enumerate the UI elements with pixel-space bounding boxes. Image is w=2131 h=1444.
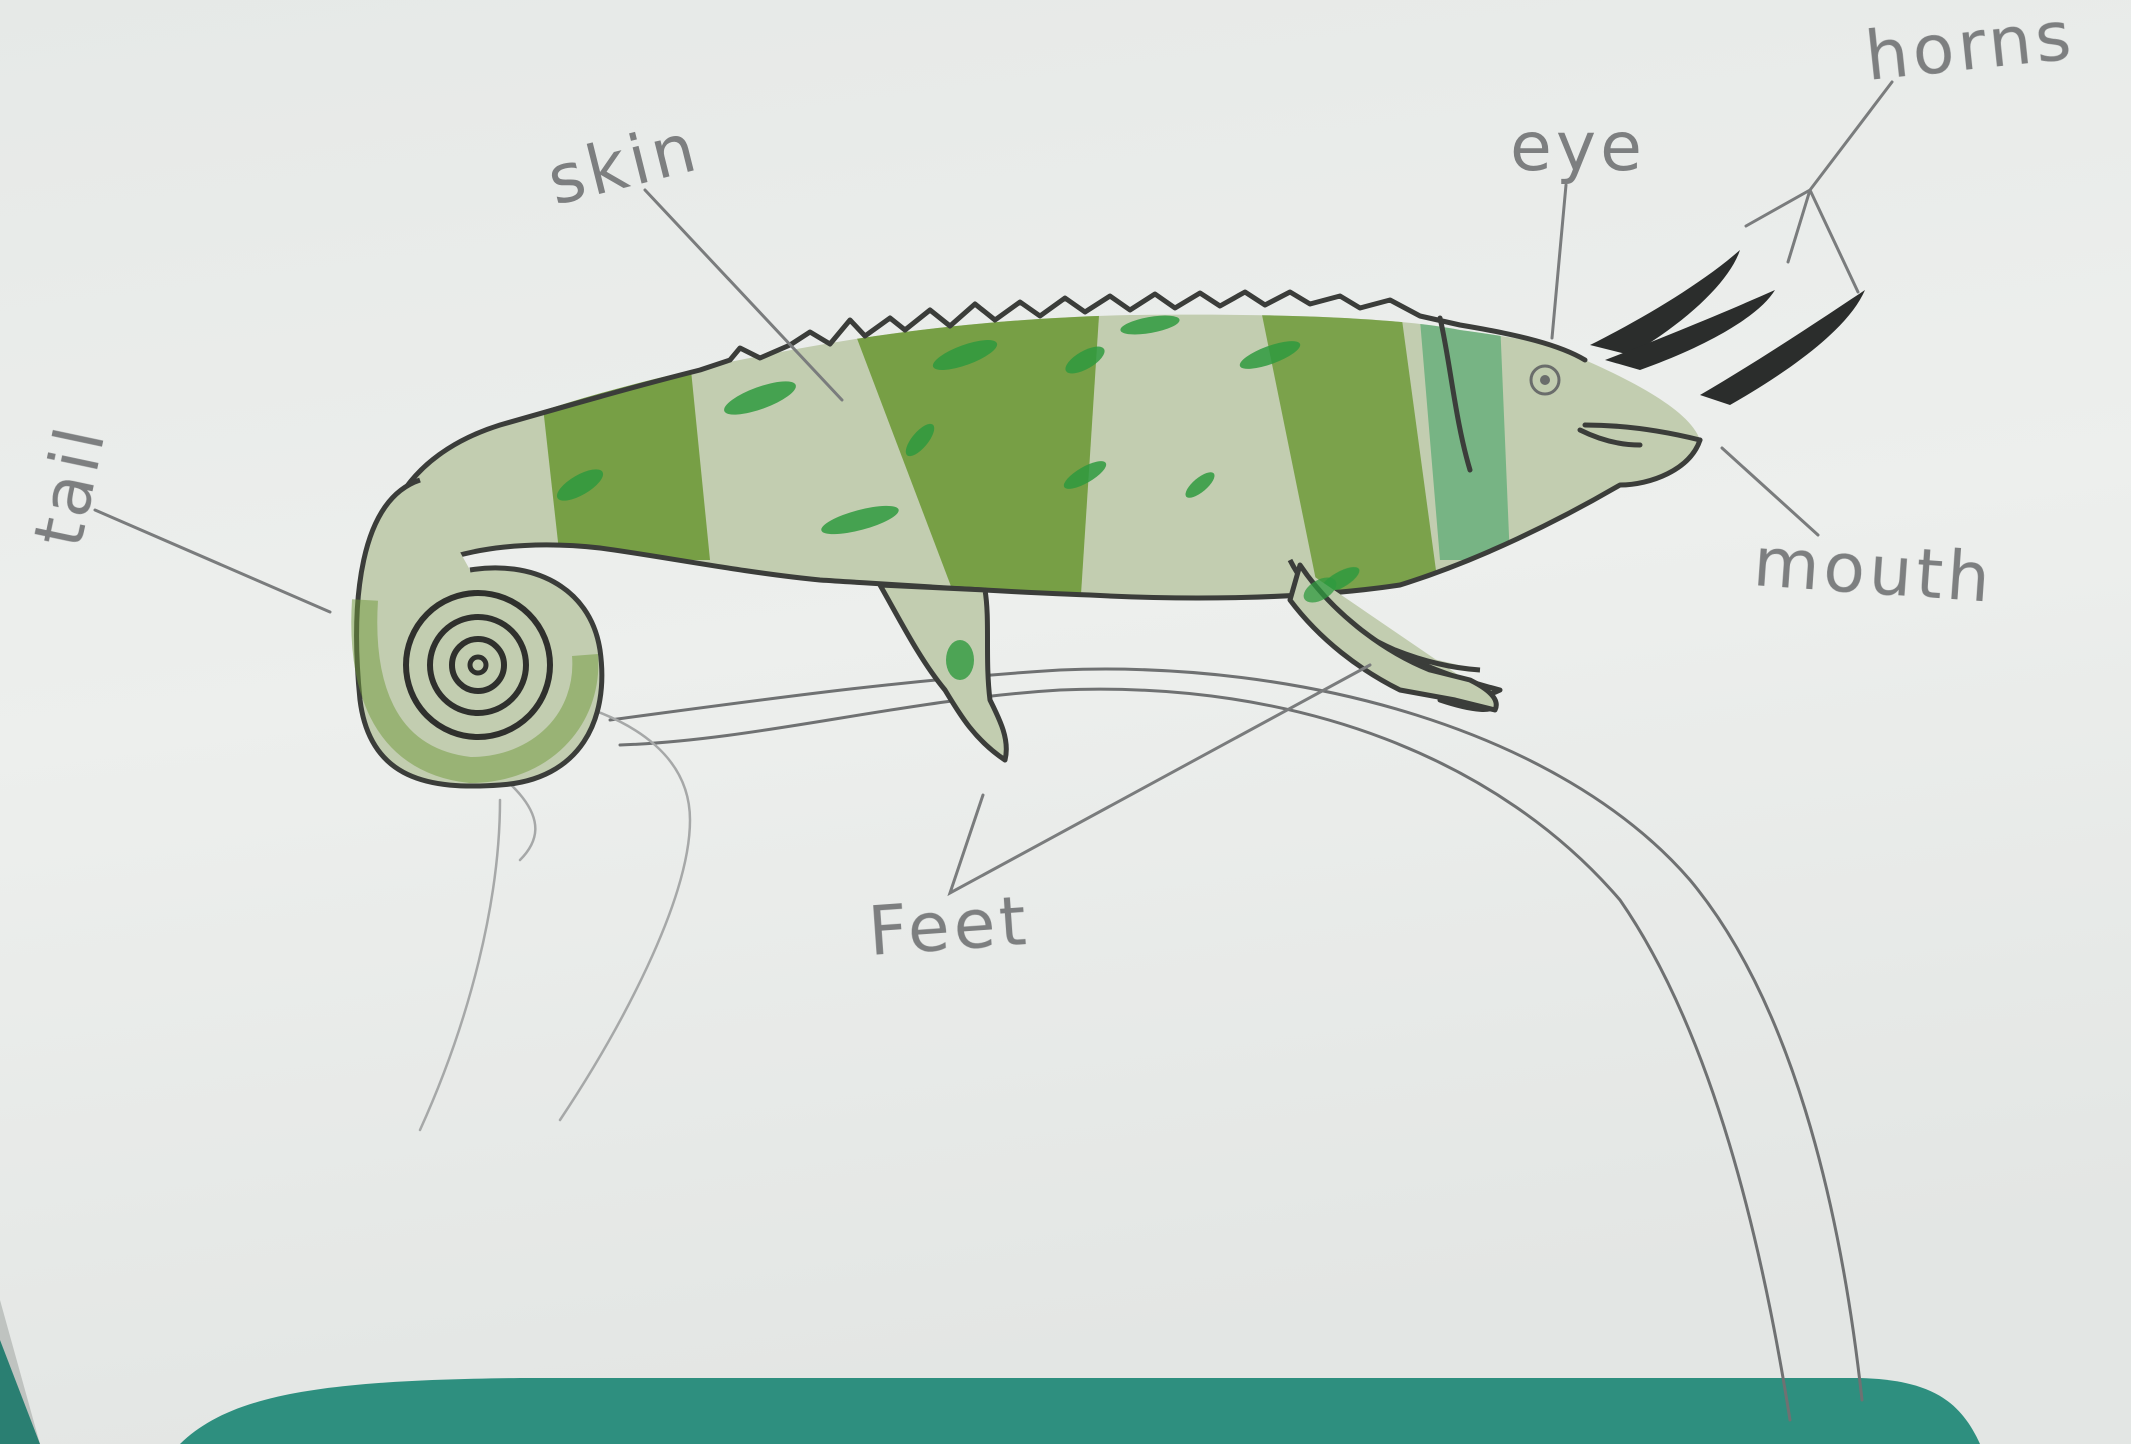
label-mouth: mouth: [1751, 523, 1997, 619]
chair-back: [180, 1378, 1980, 1444]
label-eye: eye: [1510, 108, 1646, 187]
label-feet: Feet: [866, 882, 1033, 972]
